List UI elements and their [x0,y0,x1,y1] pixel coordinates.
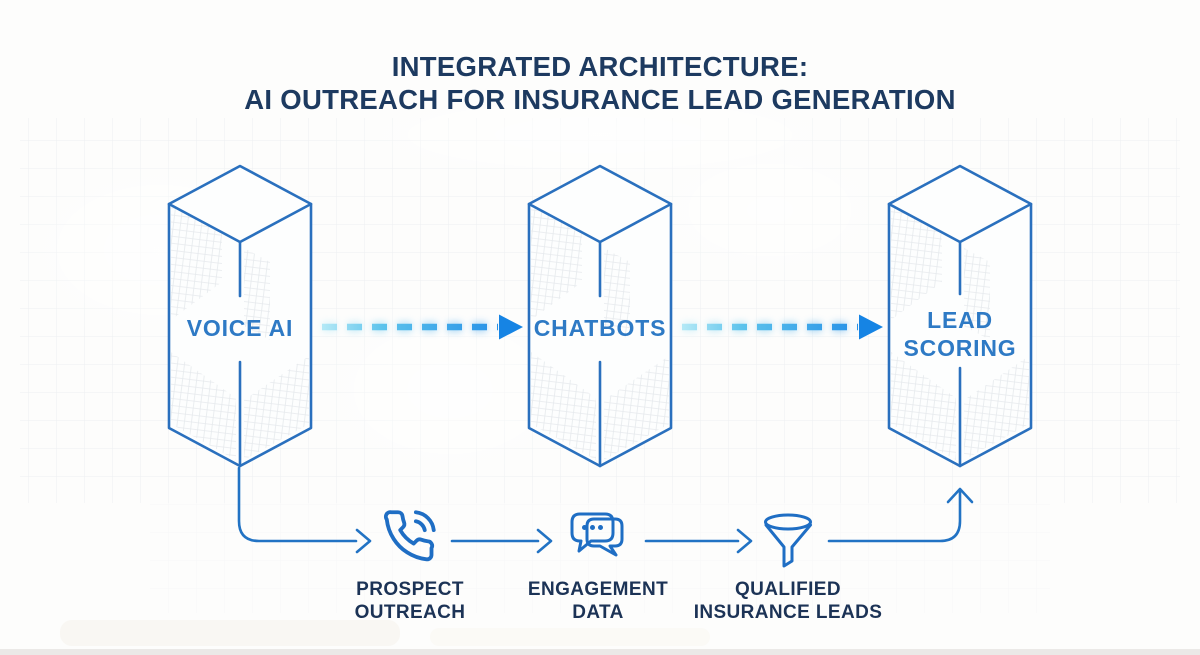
title-line-2: AI OUTREACH FOR INSURANCE LEAD GENERATIO… [244,84,956,115]
grid-fade [300,290,600,490]
box-label-lead-scoring-line2: SCORING [904,335,1017,361]
label-qualified-leads-line1: QUALIFIED [735,579,841,600]
arrow-voice-ai-to-chatbots [322,314,523,340]
chat-bubbles-icon [570,512,624,557]
box-label-lead-scoring-line1: LEAD [927,307,993,333]
label-qualified-leads-line2: INSURANCE LEADS [694,602,883,623]
box-label-voice-ai: VOICE AI [187,315,294,341]
arrowhead-chevron-up [946,487,974,504]
arrowhead-chevron [536,528,553,554]
grid-fade [320,85,880,185]
bottom-edge-strip [0,649,1200,655]
box-chatbots: CHATBOTS [527,164,673,468]
title-line-1: INTEGRATED ARCHITECTURE: [392,51,809,82]
box-voice-ai: VOICE AI [167,164,313,468]
arrowhead [859,314,883,340]
hatch-texture [171,206,309,460]
background-grid [150,503,1050,613]
label-prospect-outreach-line2: OUTREACH [355,602,466,623]
hatch-texture [531,206,669,460]
flow-connectors [237,466,974,554]
background-tint-patch [430,628,710,646]
box-lead-scoring: LEAD SCORING [887,164,1033,468]
diagram-title: INTEGRATED ARCHITECTURE: AI OUTREACH FOR… [244,51,956,115]
label-engagement-data-line1: ENGAGEMENT [528,579,668,600]
arrowhead-chevron [736,528,753,554]
hatch-texture [891,206,1029,460]
arrowhead [499,314,523,340]
flow-step-labels: PROSPECT OUTREACH ENGAGEMENT DATA QUALIF… [355,579,883,623]
label-engagement-data-line2: DATA [572,602,624,623]
phone-call-icon [383,510,436,562]
connector-voiceai-to-phone [237,466,358,543]
arrow-chatbots-to-lead-scoring [682,314,883,340]
funnel-icon [764,513,812,568]
arrowhead-chevron [355,528,372,554]
background-tint-patch [60,620,400,646]
label-prospect-outreach-line1: PROSPECT [356,579,464,600]
box-label-chatbots: CHATBOTS [534,315,666,341]
connector-funnel-to-leadscoring [827,488,962,543]
